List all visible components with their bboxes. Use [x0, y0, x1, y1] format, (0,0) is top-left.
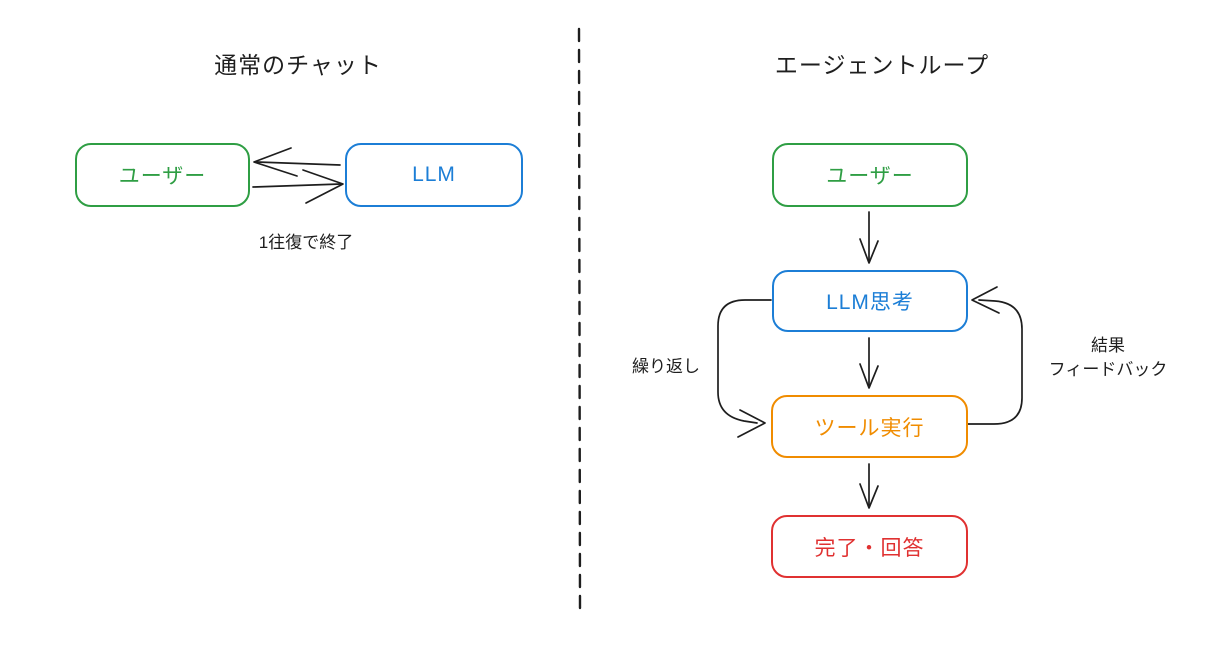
arrow-llmthink-to-tool-head	[859, 363, 879, 389]
right-llm-think-box-label: LLM思考	[826, 291, 914, 314]
arrow-llm-to-user-head	[253, 147, 298, 177]
right-done-answer-box: 完了・回答	[771, 515, 968, 578]
left-user-box: ユーザー	[75, 143, 250, 207]
loop-repeat-label: 繰り返し	[632, 357, 700, 376]
loop-left-head	[737, 409, 766, 438]
right-user-box-label: ユーザー	[826, 165, 914, 188]
right-llm-think-box: LLM思考	[772, 270, 968, 332]
right-tool-exec-box-label: ツール実行	[814, 416, 925, 440]
left-llm-box: LLM	[345, 143, 523, 207]
panel-divider-dashed-line	[577, 27, 582, 612]
feedback-label-line2: フィードバック	[1048, 360, 1168, 379]
arrow-user-to-llm-head	[302, 169, 344, 204]
right-user-box: ユーザー	[772, 143, 968, 207]
loop-right-head	[971, 286, 1000, 314]
right-tool-exec-box: ツール実行	[771, 395, 968, 458]
feedback-label: 結果 フィードバック	[1035, 334, 1181, 382]
right-panel-title: エージェントループ	[774, 52, 990, 78]
left-user-box-label: ユーザー	[118, 165, 207, 188]
right-done-answer-box-label: 完了・回答	[814, 536, 925, 560]
left-llm-box-label: LLM	[412, 163, 456, 186]
loop-right-curve	[967, 299, 1023, 425]
arrow-llm-to-user-line	[256, 161, 341, 166]
loop-left-curve	[717, 299, 772, 424]
left-panel-title: 通常のチャット	[214, 52, 382, 78]
arrow-tool-to-done-head	[859, 483, 879, 509]
feedback-label-line1: 結果	[1091, 336, 1125, 355]
arrow-user-to-llmthink-head	[859, 238, 879, 264]
arrow-user-to-llm-line	[252, 183, 342, 188]
left-round-trip-caption: 1往復で終了	[258, 233, 354, 252]
